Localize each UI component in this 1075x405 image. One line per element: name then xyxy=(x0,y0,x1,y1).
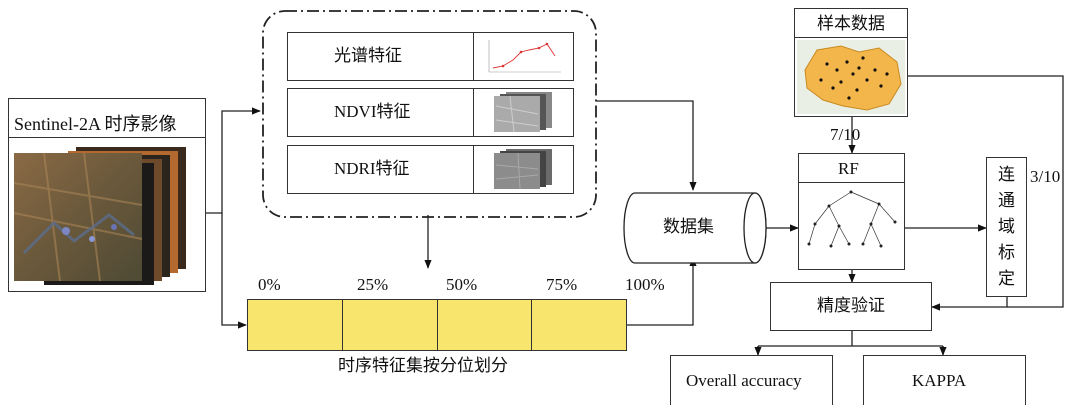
sample-map-thumbnail xyxy=(797,40,905,114)
labeling-box xyxy=(986,157,1027,297)
kappa-label: KAPPA xyxy=(912,371,967,390)
ndri-stack-thumbnail xyxy=(494,149,552,189)
dataset-label: 数据集 xyxy=(663,217,714,237)
train-ratio-label: 7/10 xyxy=(830,125,861,144)
arrow-samples-to-validation xyxy=(908,75,1064,308)
percentile-segment-3 xyxy=(437,300,533,350)
sample-data-title: 样本数据 xyxy=(817,14,885,34)
labeling-char-2: 通 xyxy=(998,191,1015,211)
arrow-bar-to-dataset xyxy=(627,257,697,326)
percentile-bar xyxy=(247,299,627,351)
percentile-bar-caption: 时序特征集按分位划分 xyxy=(338,356,508,376)
overall-accuracy-box xyxy=(670,355,833,405)
feature-box-spectral xyxy=(287,32,574,81)
labeling-char-4: 标 xyxy=(998,243,1015,263)
satellite-image-stack xyxy=(14,147,186,285)
validation-label: 精度验证 xyxy=(817,296,885,316)
rf-label: RF xyxy=(838,159,859,178)
rf-box xyxy=(798,153,905,270)
dataset-cylinder xyxy=(623,192,767,264)
decision-tree-icon xyxy=(807,190,897,248)
arrow-labeling-to-validation xyxy=(931,297,1008,311)
arrow-image-to-bar xyxy=(221,213,247,329)
labeling-char-5: 定 xyxy=(998,269,1015,289)
arrow-features-to-dataset xyxy=(596,100,697,191)
arrow-validation-to-outputs xyxy=(757,331,944,354)
kappa-box xyxy=(863,355,1026,405)
labeling-char-3: 域 xyxy=(998,217,1015,237)
ndvi-stack-thumbnail xyxy=(494,92,552,132)
percent-tick-50: 50% xyxy=(446,275,478,294)
percentile-segment-1 xyxy=(248,300,343,350)
percent-tick-75: 75% xyxy=(546,275,578,294)
feature-label-ndvi: NDVI特征 xyxy=(334,102,411,121)
percentile-segment-2 xyxy=(342,300,438,350)
labeling-char-1: 连 xyxy=(998,165,1015,185)
feature-group-frame xyxy=(262,10,597,218)
test-ratio-label: 3/10 xyxy=(1030,167,1061,186)
feature-label-spectral: 光谱特征 xyxy=(334,46,402,66)
feature-label-ndri: NDRI特征 xyxy=(334,159,410,178)
input-title-divider xyxy=(8,137,206,139)
percent-tick-0: 0% xyxy=(258,275,281,294)
percent-tick-25: 25% xyxy=(357,275,389,294)
arrow-image-to-features xyxy=(206,107,261,214)
percent-tick-100: 100% xyxy=(625,275,665,294)
input-image-title: Sentinel-2A 时序影像 xyxy=(14,114,177,134)
spectral-curve-thumbnail xyxy=(488,40,561,73)
overall-accuracy-label: Overall accuracy xyxy=(686,371,802,390)
validation-box xyxy=(770,282,932,331)
percentile-segment-4 xyxy=(532,300,626,350)
